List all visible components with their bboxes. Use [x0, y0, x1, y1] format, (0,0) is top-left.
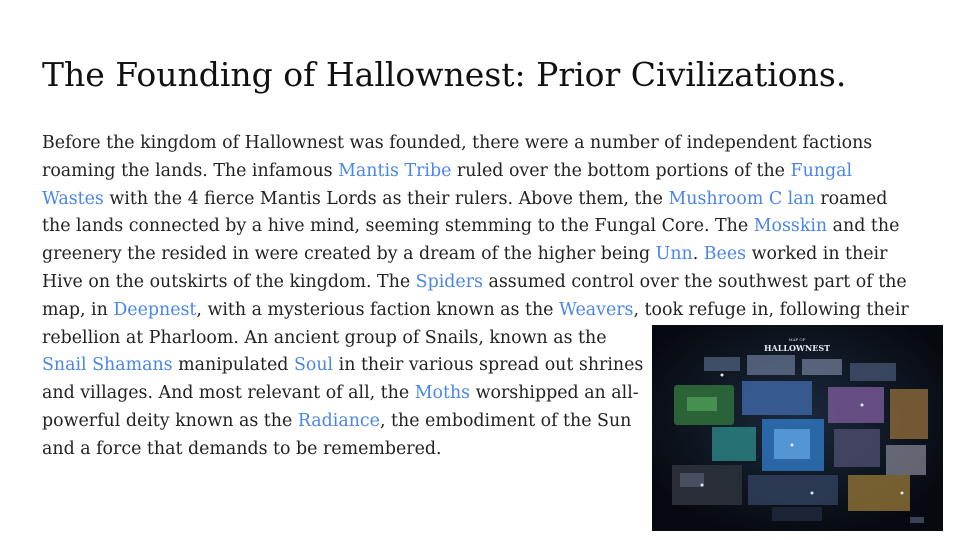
map-region-fungal: [712, 427, 756, 461]
body-line: Hive on the outskirts of the kingdom. Th…: [42, 271, 907, 292]
slide-body: Before the kingdom of Hallownest was fou…: [42, 130, 922, 464]
link-mushroom-clan[interactable]: Mushroom C lan: [668, 188, 815, 209]
link-radiance[interactable]: Radiance: [297, 410, 380, 431]
map-heading: HALLOWNEST: [764, 343, 830, 353]
body-line: Snail Shamans manipulated Soul in their …: [42, 355, 644, 376]
body-line: map, in Deepnest, with a mysterious fact…: [42, 299, 909, 320]
map-region: [747, 355, 795, 375]
map-region-basin: [748, 475, 838, 505]
map-region: [890, 389, 928, 439]
map-region-abyss: [772, 507, 822, 521]
map-region: [704, 357, 740, 371]
map-heading-small: MAP OF: [788, 337, 805, 342]
map-region: [680, 473, 704, 487]
body-line: Wastes with the 4 fierce Mantis Lords as…: [42, 188, 888, 209]
map-region: [850, 363, 896, 381]
map-marker: [700, 483, 704, 487]
link-snail-shamans[interactable]: Snail Shamans: [42, 355, 173, 376]
link-fungal-wastes[interactable]: Wastes: [42, 188, 104, 209]
map-marker: [900, 491, 904, 495]
body-line: and villages. And most relevant of all, …: [42, 383, 639, 404]
map-region-crossroads: [742, 381, 812, 415]
body-line: greenery the resided in were created by …: [42, 244, 888, 265]
link-bees[interactable]: Bees: [703, 244, 747, 265]
map-region: [687, 397, 717, 411]
body-line: the lands connected by a hive mind, seem…: [42, 216, 900, 237]
map-graphic: MAP OF HALLOWNEST: [652, 325, 943, 531]
link-mantis-tribe[interactable]: Mantis Tribe: [338, 160, 452, 181]
map-region: [834, 429, 880, 467]
map-marker: [720, 373, 724, 377]
map-marker: [790, 443, 794, 447]
body-line: rebellion at Pharloom. An ancient group …: [42, 327, 607, 348]
body-line: and a force that demands to be remembere…: [42, 438, 442, 459]
link-soul[interactable]: Soul: [293, 355, 334, 376]
body-line: powerful deity known as the Radiance, th…: [42, 410, 632, 431]
map-region: [802, 359, 842, 375]
body-line: roaming the lands. The infamous Mantis T…: [42, 160, 853, 181]
map-region: [886, 445, 926, 475]
hallownest-map-image: MAP OF HALLOWNEST: [652, 325, 943, 531]
map-marker: [860, 403, 864, 407]
map-marker: [810, 491, 814, 495]
map-logo: [910, 517, 924, 523]
map-region: [828, 387, 884, 423]
link-unn[interactable]: Unn: [655, 244, 693, 265]
slide-title: The Founding of Hallownest: Prior Civili…: [42, 55, 847, 94]
link-deepnest[interactable]: Deepnest: [113, 299, 197, 320]
link-spiders[interactable]: Spiders: [415, 271, 483, 292]
link-fungal-wastes[interactable]: Fungal: [790, 160, 853, 181]
link-moths[interactable]: Moths: [414, 383, 471, 404]
body-line: Before the kingdom of Hallownest was fou…: [42, 133, 873, 153]
map-region-hive: [848, 475, 910, 511]
link-mosskin[interactable]: Mosskin: [753, 216, 828, 237]
link-weavers[interactable]: Weavers: [559, 299, 634, 320]
